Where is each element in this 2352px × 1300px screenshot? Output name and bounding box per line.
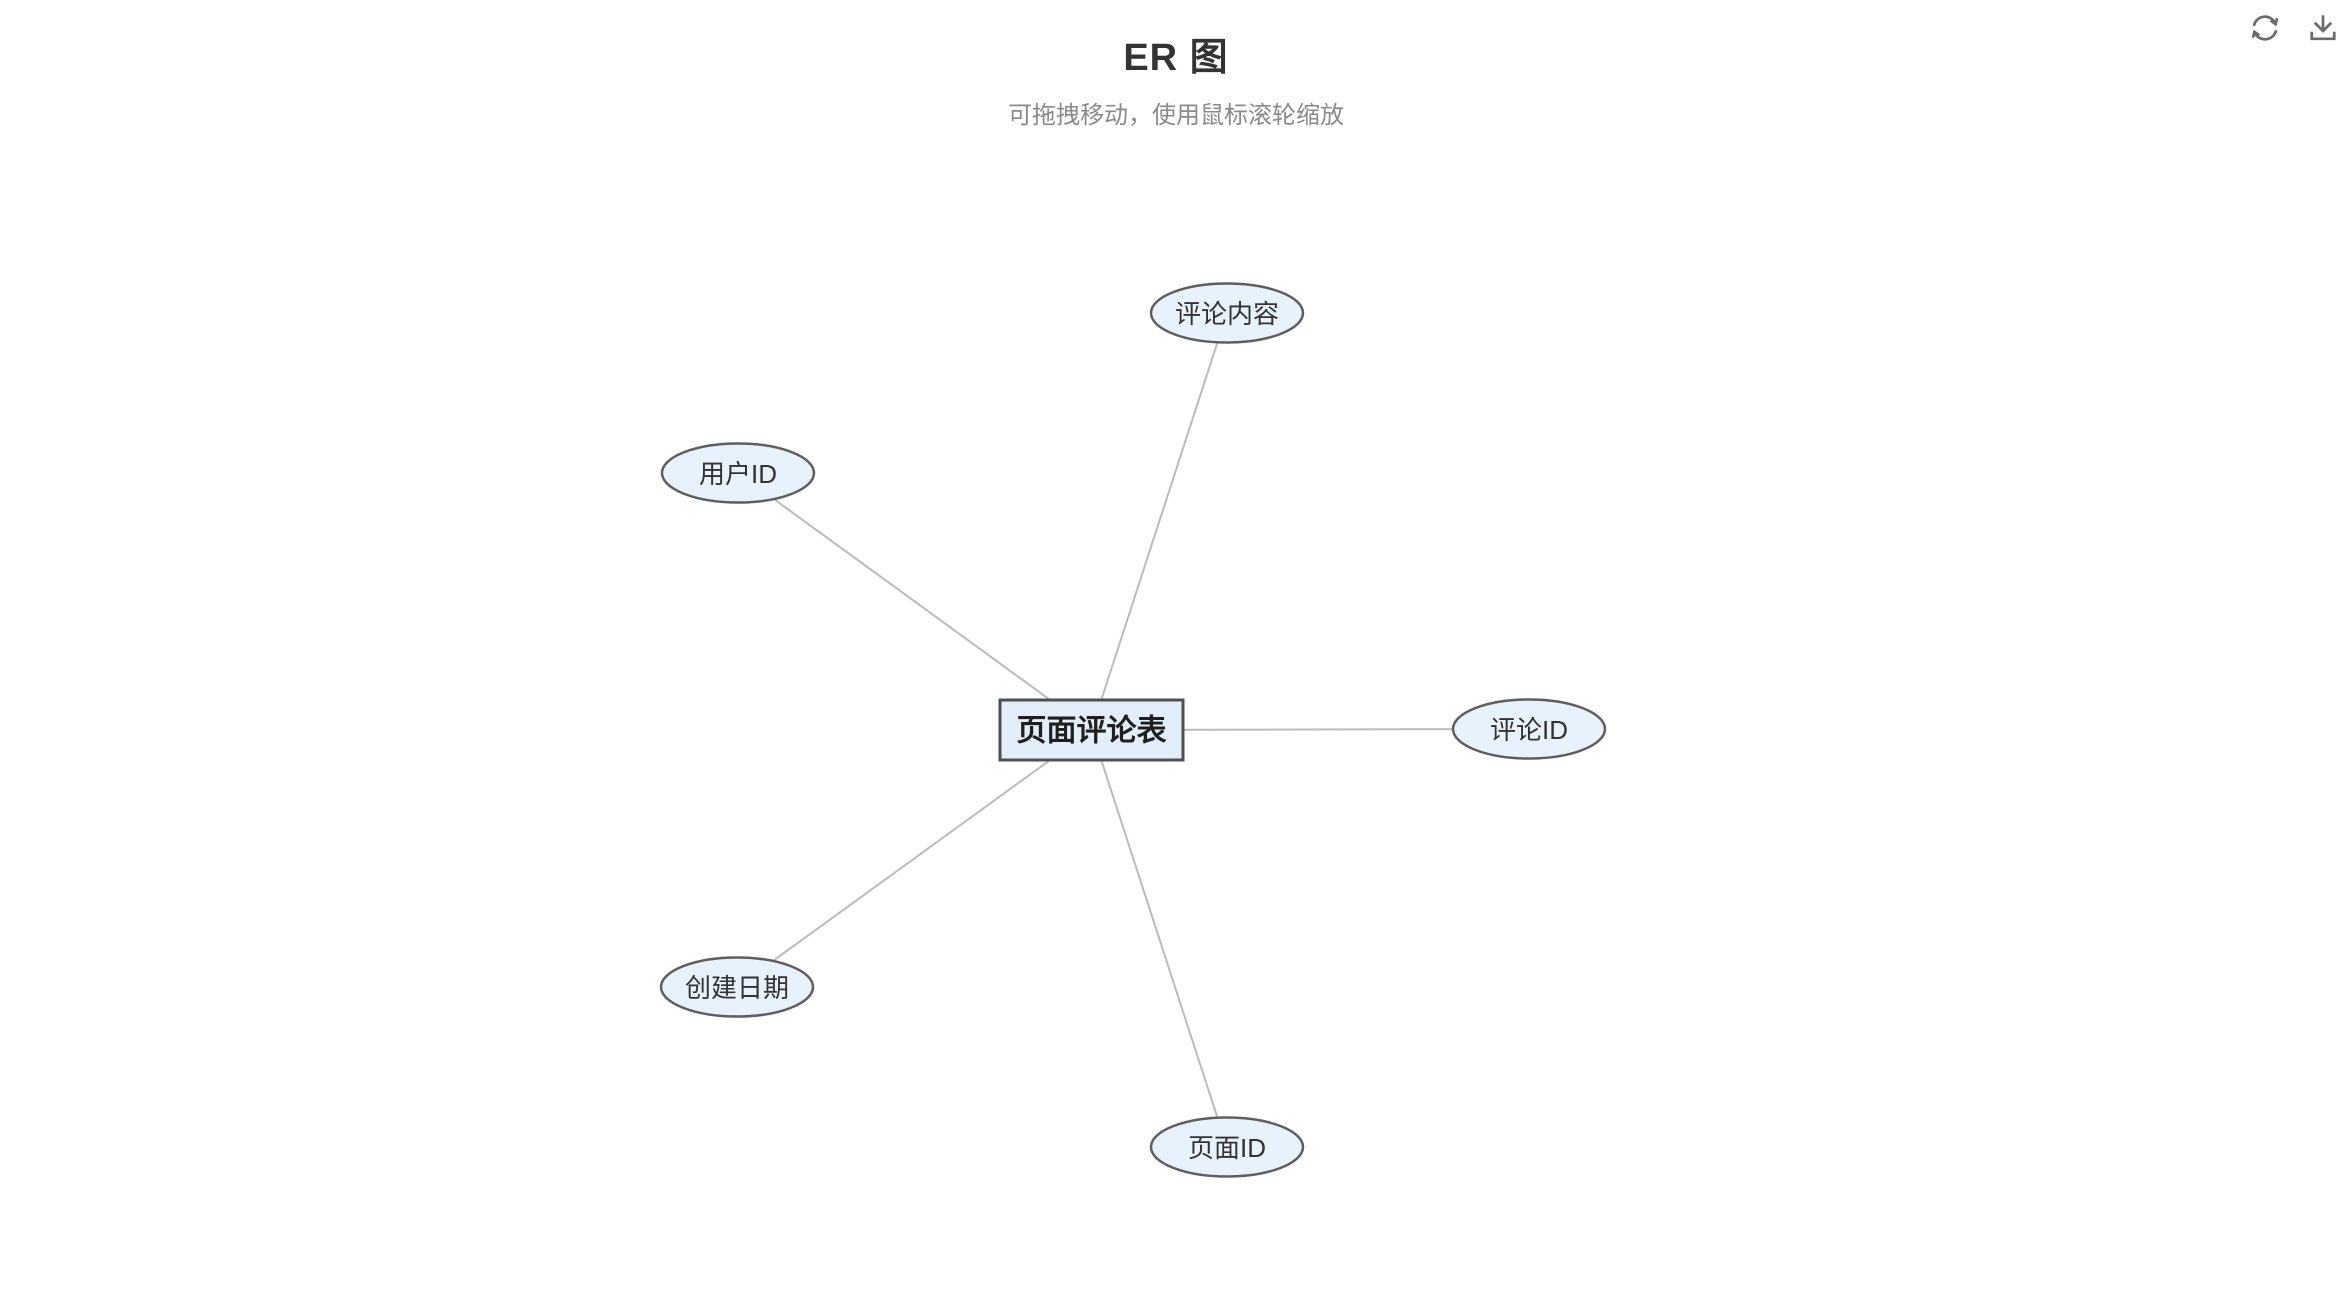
attribute-ellipse [1149, 282, 1305, 344]
attribute-ellipse [659, 956, 815, 1018]
edge-entity-to-created-date [736, 729, 1093, 988]
refresh-icon [2251, 15, 2279, 41]
attribute-node-page-id[interactable]: 页面ID [1149, 1116, 1305, 1178]
edge-entity-to-user-id [737, 472, 1093, 731]
entity-rect [998, 698, 1185, 762]
attribute-node-user-id[interactable]: 用户ID [660, 442, 816, 504]
attribute-label: 评论内容 [1175, 299, 1279, 329]
edge-entity-to-page-id [1090, 729, 1228, 1148]
attribute-ellipse [660, 442, 816, 504]
download-icon [2310, 15, 2336, 41]
attribute-node-comment-content[interactable]: 评论内容 [1149, 282, 1305, 344]
attribute-label: 创建日期 [685, 973, 789, 1003]
attribute-label: 用户ID [699, 459, 777, 489]
attribute-ellipse [1149, 1116, 1305, 1178]
entity-label: 页面评论表 [1017, 715, 1167, 748]
edge-entity-to-comment-content [1090, 312, 1228, 731]
toolbar [2247, 10, 2341, 46]
attribute-label: 页面ID [1188, 1133, 1266, 1163]
attribute-node-created-date[interactable]: 创建日期 [659, 956, 815, 1018]
download-button[interactable] [2305, 10, 2341, 46]
refresh-button[interactable] [2247, 10, 2283, 46]
entity-node-page-comments-table[interactable]: 页面评论表 [998, 698, 1185, 762]
attribute-ellipse [1451, 698, 1607, 760]
attribute-label: 评论ID [1490, 715, 1568, 745]
attribute-node-comment-id[interactable]: 评论ID [1451, 698, 1607, 760]
